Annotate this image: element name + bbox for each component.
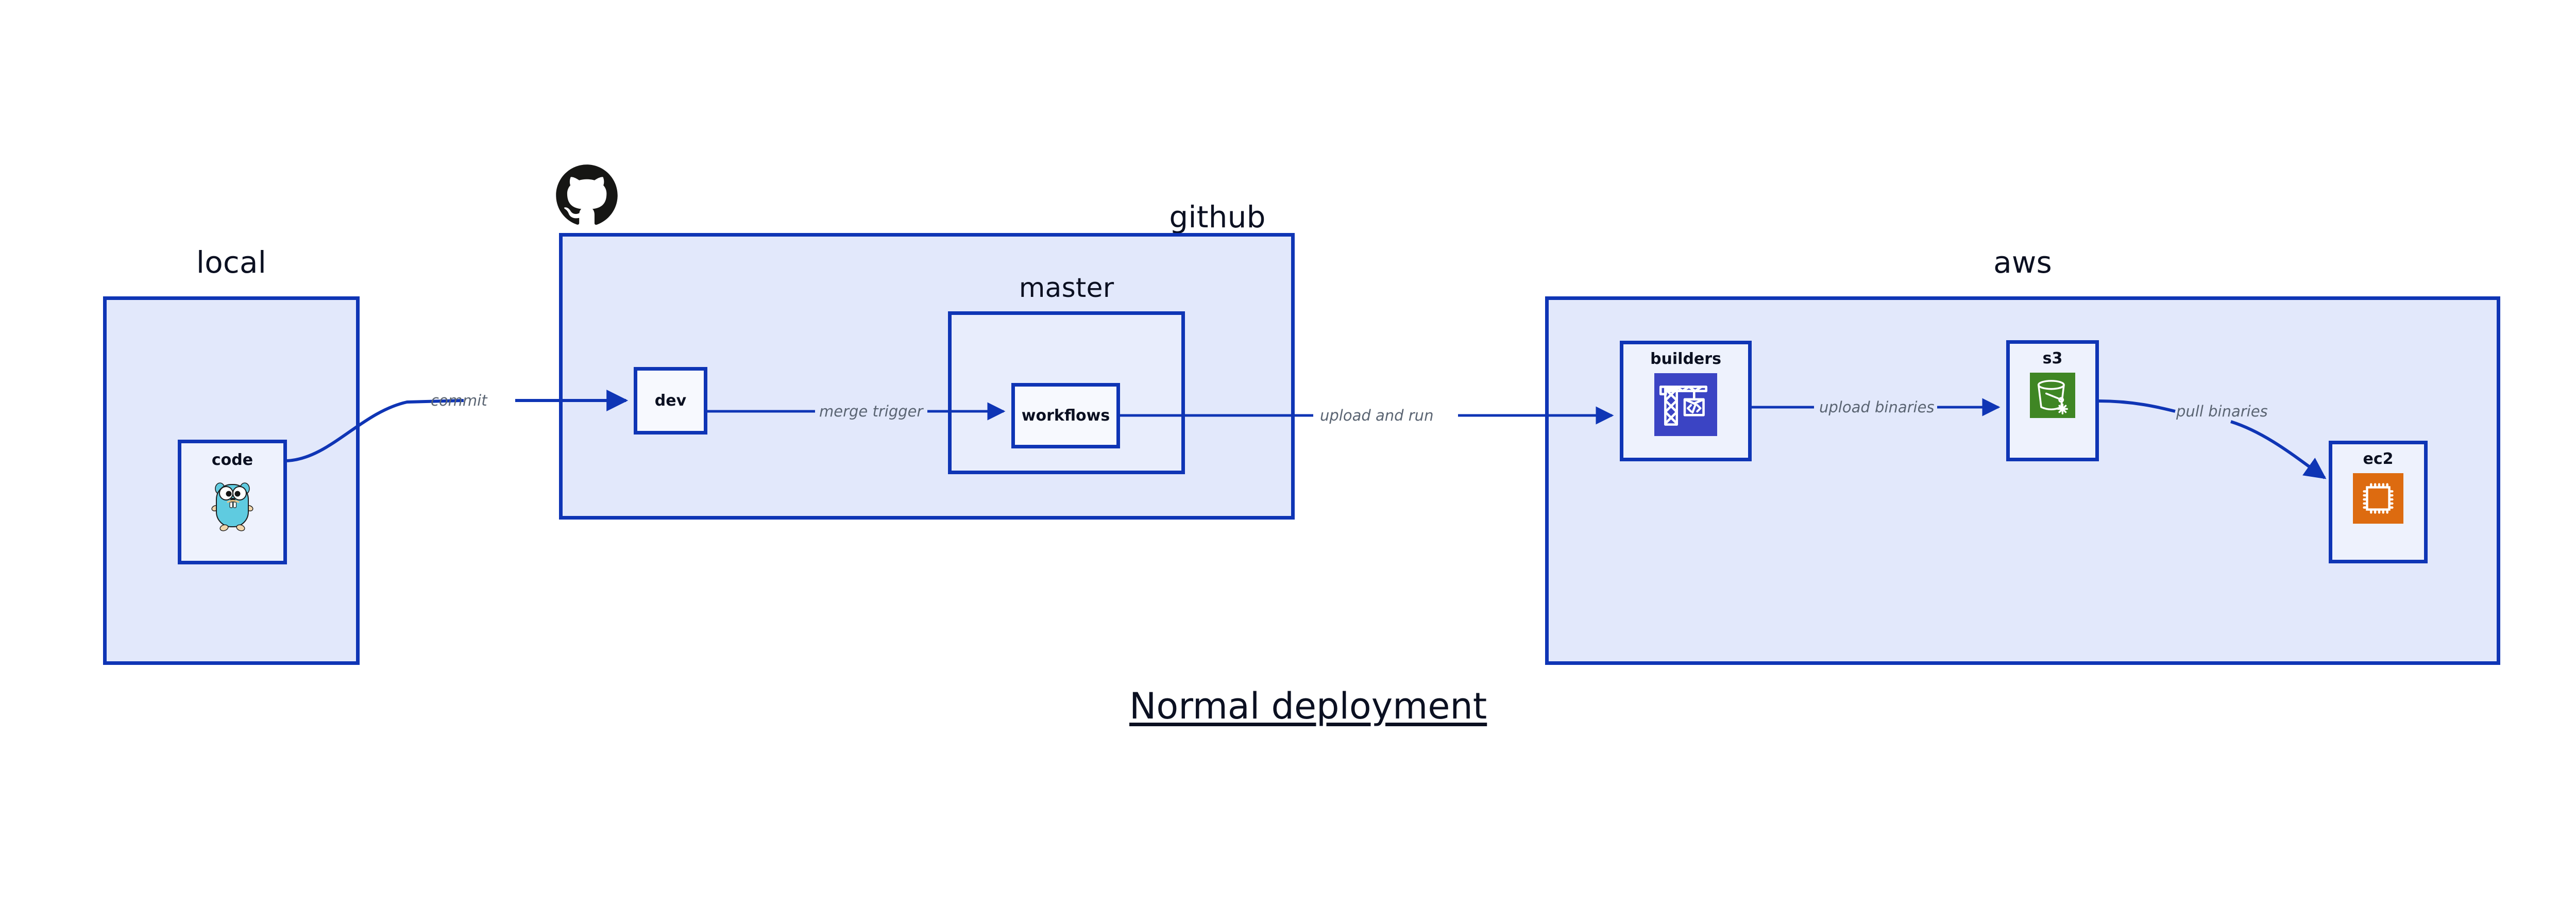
s3-bucket-icon [2030, 373, 2075, 420]
node-s3[interactable]: s3 [2006, 340, 2099, 461]
node-s3-label: s3 [2042, 349, 2063, 368]
group-label-local: local [196, 245, 267, 280]
diagram-caption: Normal deployment [1129, 685, 1487, 727]
edge-label-pull-binaries: pull binaries [2176, 403, 2268, 420]
node-dev[interactable]: dev [634, 367, 707, 435]
node-ec2[interactable]: ec2 [2329, 441, 2428, 563]
group-label-master: master [1019, 273, 1114, 304]
edge-label-merge-trigger: merge trigger [819, 403, 923, 420]
node-ec2-label: ec2 [2363, 450, 2394, 468]
node-code[interactable]: code [178, 440, 287, 564]
crane-code-icon [1654, 373, 1717, 438]
cpu-chip-icon [2353, 473, 2403, 526]
github-mark-icon [555, 164, 618, 229]
group-label-github: github [1169, 199, 1266, 235]
node-code-label: code [211, 451, 253, 469]
go-gopher-icon [210, 475, 255, 535]
node-dev-label: dev [654, 391, 687, 410]
edge-label-upload-and-run: upload and run [1320, 407, 1434, 424]
node-workflows[interactable]: workflows [1011, 383, 1120, 448]
edge-label-upload-binaries: upload binaries [1819, 398, 1935, 416]
node-builders-label: builders [1650, 350, 1721, 368]
node-builders[interactable]: builders [1620, 341, 1752, 461]
node-workflows-label: workflows [1021, 406, 1110, 425]
edge-label-commit: commit [431, 392, 487, 409]
group-label-aws: aws [1993, 245, 2052, 280]
